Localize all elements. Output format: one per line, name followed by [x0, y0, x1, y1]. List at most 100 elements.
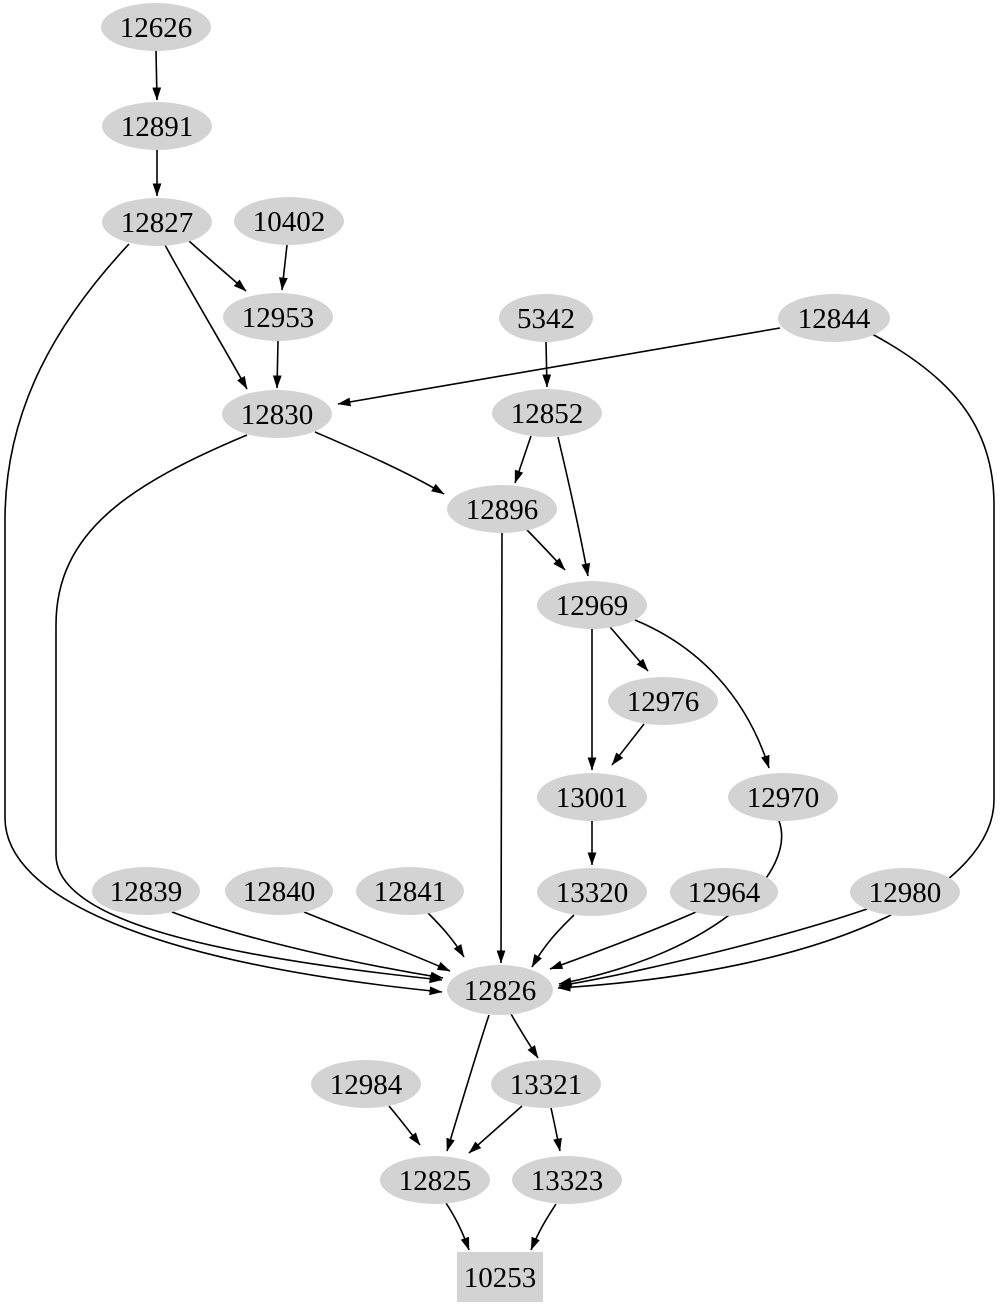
edge-12844-12830: [337, 327, 781, 407]
node-label-12826: 12826: [464, 975, 537, 1007]
edge-12896-12826: [496, 532, 506, 964]
node-12825: 12825: [380, 1156, 490, 1204]
node-label-12852: 12852: [511, 398, 584, 430]
node-12841: 12841: [356, 867, 464, 915]
edge-12976-13001: [611, 723, 645, 766]
node-13321: 13321: [491, 1060, 601, 1108]
node-ellipse-12980: [850, 868, 960, 916]
node-ellipse-12830: [222, 390, 332, 438]
node-ellipse-12825: [380, 1156, 490, 1204]
node-ellipse-12839: [92, 867, 200, 915]
node-12980: 12980: [850, 868, 960, 916]
node-label-12844: 12844: [798, 303, 871, 335]
edge-12626-12891: [152, 50, 162, 101]
node-ellipse-12896: [447, 485, 557, 533]
edge-13320-12826: [531, 914, 575, 968]
node-ellipse-13321: [491, 1060, 601, 1108]
node-12976: 12976: [608, 677, 718, 725]
edge-12953-12830: [272, 340, 282, 389]
edge-12827-12830: [164, 244, 248, 390]
edge-13321-12825: [468, 1105, 523, 1154]
node-label-12953: 12953: [242, 302, 315, 334]
node-ellipse-12953: [223, 293, 333, 341]
edge-12825-10253: [445, 1202, 470, 1251]
node-ellipse-12841: [356, 867, 464, 915]
node-box-10253: [457, 1252, 543, 1302]
node-12626: 12626: [101, 3, 211, 51]
node-ellipse-12976: [608, 677, 718, 725]
node-label-12839: 12839: [110, 876, 183, 908]
edge-12844-12826: [557, 333, 995, 992]
node-label-10253: 10253: [464, 1262, 537, 1294]
node-label-12964: 12964: [688, 877, 761, 909]
node-ellipse-13320: [537, 868, 647, 916]
node-ellipse-12969: [537, 581, 647, 629]
node-10402: 10402: [234, 197, 344, 245]
edge-12841-12826: [427, 912, 465, 958]
edge-12840-12826: [303, 911, 451, 972]
node-ellipse-13323: [512, 1156, 622, 1204]
node-label-12827: 12827: [121, 207, 194, 239]
node-label-12970: 12970: [747, 782, 820, 814]
node-label-12626: 12626: [120, 12, 193, 44]
node-label-12976: 12976: [627, 686, 700, 718]
edge-12964-12826: [549, 911, 697, 970]
node-12826: 12826: [447, 965, 553, 1015]
edge-13323-10253: [530, 1203, 557, 1251]
node-ellipse-12840: [225, 867, 333, 915]
edge-12980-12826: [558, 908, 868, 989]
edge-12969-12970: [634, 619, 770, 769]
node-label-12896: 12896: [466, 494, 539, 526]
node-12840: 12840: [225, 867, 333, 915]
edge-12969-12976: [609, 626, 649, 672]
node-13320: 13320: [537, 868, 647, 916]
edge-12827-12953: [188, 240, 247, 292]
node-label-12841: 12841: [374, 876, 447, 908]
node-layer: 12626 12891 12827 10402 12953 5342 12844 12830 1…: [92, 3, 960, 1302]
edge-12826-12825: [446, 1014, 490, 1152]
edge-12830-12826: [55, 434, 443, 984]
node-12984: 12984: [311, 1060, 421, 1108]
node-ellipse-12844: [778, 294, 890, 342]
node-12830: 12830: [222, 390, 332, 438]
node-label-13320: 13320: [556, 877, 629, 909]
node-13001: 13001: [537, 773, 647, 821]
node-12969: 12969: [537, 581, 647, 629]
node-label-13001: 13001: [556, 782, 629, 814]
edge-13321-13323: [550, 1107, 562, 1152]
node-12827: 12827: [102, 198, 212, 246]
edge-5342-12852: [542, 341, 552, 388]
edge-12852-12969: [557, 436, 591, 577]
node-12953: 12953: [223, 293, 333, 341]
node-ellipse-12626: [101, 3, 211, 51]
node-label-5342: 5342: [517, 303, 575, 335]
edge-12984-12825: [388, 1105, 421, 1146]
node-label-12891: 12891: [121, 111, 194, 143]
node-label-12840: 12840: [243, 876, 316, 908]
node-label-12969: 12969: [556, 590, 629, 622]
node-12970: 12970: [728, 773, 838, 821]
node-ellipse-13001: [537, 773, 647, 821]
node-10253: 10253: [457, 1252, 543, 1302]
node-ellipse-12970: [728, 773, 838, 821]
edge-10402-12953: [279, 244, 288, 291]
node-label-10402: 10402: [253, 206, 326, 238]
node-12896: 12896: [447, 485, 557, 533]
edge-12830-12896: [314, 431, 445, 495]
node-label-12980: 12980: [869, 877, 942, 909]
node-ellipse-10402: [234, 197, 344, 245]
node-ellipse-12826: [447, 965, 553, 1015]
edge-12827-12826: [4, 243, 443, 996]
node-12844: 12844: [778, 294, 890, 342]
node-ellipse-12852: [492, 389, 602, 437]
node-label-12825: 12825: [399, 1165, 472, 1197]
node-label-12984: 12984: [330, 1069, 403, 1101]
node-12964: 12964: [670, 868, 778, 916]
node-12852: 12852: [492, 389, 602, 437]
edge-12852-12896: [514, 435, 532, 484]
node-label-13321: 13321: [510, 1069, 583, 1101]
node-ellipse-12891: [102, 102, 212, 150]
node-ellipse-12964: [670, 868, 778, 916]
node-13323: 13323: [512, 1156, 622, 1204]
